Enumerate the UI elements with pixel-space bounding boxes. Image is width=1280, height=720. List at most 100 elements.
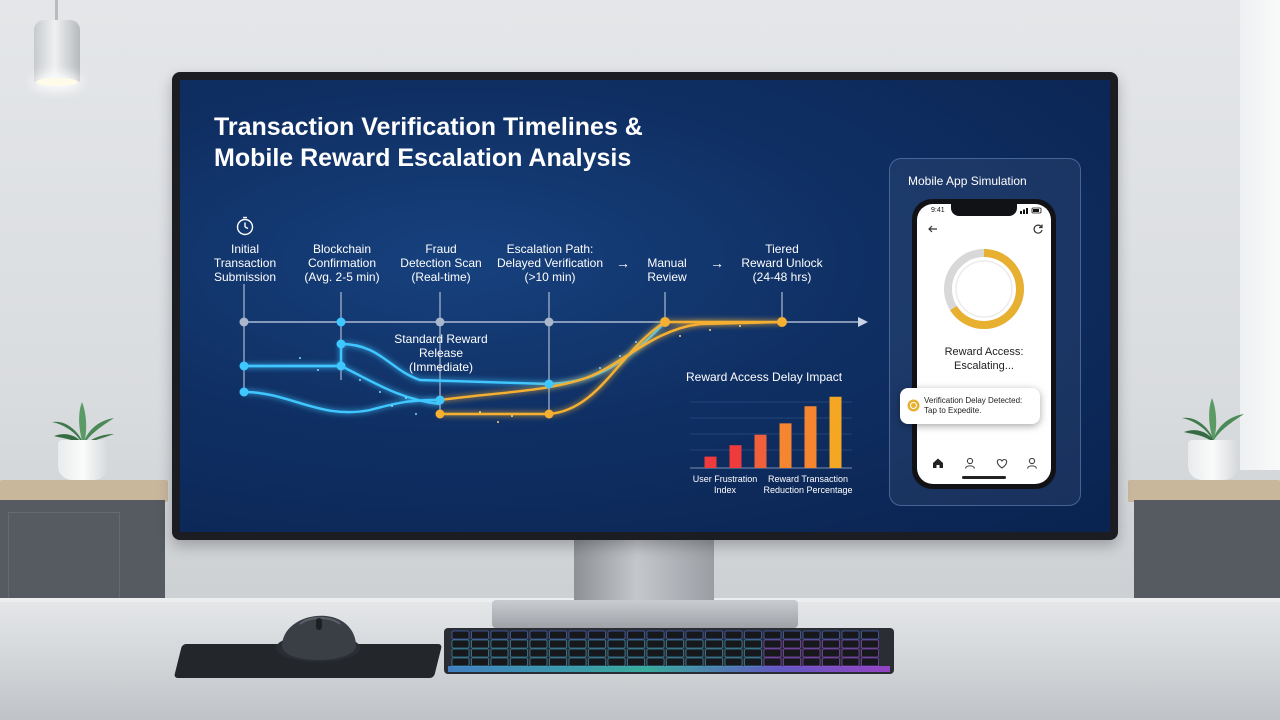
progress-arc [944, 249, 1024, 329]
keyboard-key [451, 648, 470, 658]
keyboard-key [666, 648, 684, 658]
keyboard-key [490, 657, 509, 667]
keyboard-key [451, 639, 470, 649]
standard-reward-line: Standard Reward [394, 332, 488, 346]
keyboard-key [510, 657, 528, 667]
stage-line: Detection Scan [400, 256, 482, 270]
bottom-nav [917, 456, 1051, 470]
keyboard-key [763, 657, 782, 667]
phone-notch [951, 204, 1017, 216]
flow-particle [511, 415, 513, 417]
keyboard-key [529, 648, 548, 658]
keyboard-key [744, 639, 762, 649]
back-arrow-icon[interactable] [927, 223, 939, 235]
keyboard-key [861, 648, 879, 658]
keyboard-key [841, 639, 860, 649]
keyboard-key [471, 648, 489, 658]
stage-label-escalation: Escalation Path: Delayed Verification (>… [497, 242, 603, 284]
flow-particle [619, 355, 621, 357]
keyboard-key [685, 648, 704, 658]
chart-xlabel-line: Index [713, 485, 737, 495]
stage-line: Confirmation [307, 256, 377, 270]
reward-status-line: Escalating... [954, 360, 1014, 372]
keyboard-key [490, 648, 509, 658]
timeline-node [544, 409, 554, 419]
stage-line: (>10 min) [524, 270, 576, 284]
plant-pot-left [58, 440, 108, 480]
home-indicator [962, 476, 1006, 479]
verification-delay-notification[interactable]: Verification Delay Detected: Tap to Expe… [900, 388, 1040, 424]
keyboard-key [646, 639, 665, 649]
keyboard-key [646, 648, 665, 658]
chart-xlabel-line: User Frustration [692, 474, 758, 484]
keyboard-key [568, 639, 587, 649]
stage-label-fraud-scan: Fraud Detection Scan (Real-time) [400, 242, 481, 284]
shelf-left [0, 480, 168, 502]
stage-label-manual-review: Manual Review [647, 256, 686, 284]
chart-bar [754, 434, 767, 468]
timeline-node [239, 361, 249, 371]
keyboard-key [783, 657, 801, 667]
timeline-node [435, 409, 445, 419]
keyboard-key [549, 657, 567, 667]
keyboard-key [510, 630, 528, 640]
stage-line: Tiered [765, 242, 799, 256]
timeline-node [239, 317, 249, 327]
monitor-screen: Transaction Verification Timelines & Mob… [180, 80, 1110, 532]
plant-right [1182, 398, 1244, 442]
delay-impact-chart [690, 396, 852, 469]
keyboard-key [490, 630, 509, 640]
plant-left [52, 402, 114, 446]
lamp-cord [55, 0, 58, 22]
keyboard-key [685, 630, 704, 640]
keyboard-key [529, 657, 548, 667]
keyboard-key [471, 657, 489, 667]
keyboard-key [724, 639, 743, 649]
stage-line: (Real-time) [411, 270, 471, 284]
refresh-icon[interactable] [1032, 223, 1044, 235]
keyboard-key [861, 639, 879, 649]
home-icon[interactable] [931, 456, 945, 470]
stage-line: Review [647, 270, 687, 284]
title-line-2: Mobile Reward Escalation Analysis [214, 144, 632, 172]
standard-reward-label: Standard Reward Release (Immediate) [394, 332, 487, 374]
cabinet-door [8, 512, 120, 604]
timeline-axis-arrowhead [858, 317, 868, 327]
timeline-node [336, 339, 346, 349]
keyboard-key [802, 630, 821, 640]
chart-bar [729, 445, 742, 468]
chart-bar [704, 456, 717, 468]
pendant-lamp [34, 20, 80, 82]
keyboard-key [783, 639, 801, 649]
keyboard-key [861, 630, 879, 640]
keyboard-key [627, 657, 645, 667]
user-icon[interactable] [963, 456, 977, 470]
keyboard-key [549, 639, 567, 649]
notification-line: Verification Delay Detected: [924, 396, 1023, 405]
flow-arrow: → [710, 255, 724, 271]
keyboard-key [744, 648, 762, 658]
stage-line: (Avg. 2-5 min) [304, 270, 380, 284]
computer-mouse [276, 615, 360, 662]
heart-icon[interactable] [995, 456, 1009, 470]
profile-icon[interactable] [1025, 456, 1039, 470]
escalation-progress-ring [944, 249, 1024, 329]
keyboard-key [705, 657, 723, 667]
keyboard-key [607, 639, 626, 649]
cyan-flow-path [243, 390, 441, 414]
flow-particle [379, 391, 381, 393]
keyboard-key [627, 648, 645, 658]
chart-xlabel-frustration: User Frustration Index [693, 474, 758, 496]
keyboard-key [763, 648, 782, 658]
keyboard-key [568, 657, 587, 667]
keyboard-key [607, 648, 626, 658]
flow-particle [479, 411, 481, 413]
mobile-sim-panel: Mobile App Simulation 9:41 [889, 158, 1081, 506]
keyboard-key [705, 648, 723, 658]
stage-line: Submission [213, 270, 277, 284]
keyboard-key [588, 657, 606, 667]
keyboard-key [822, 657, 840, 667]
shelf-right [1128, 480, 1280, 502]
timeline-node [660, 317, 670, 327]
keyboard-key [549, 630, 567, 640]
